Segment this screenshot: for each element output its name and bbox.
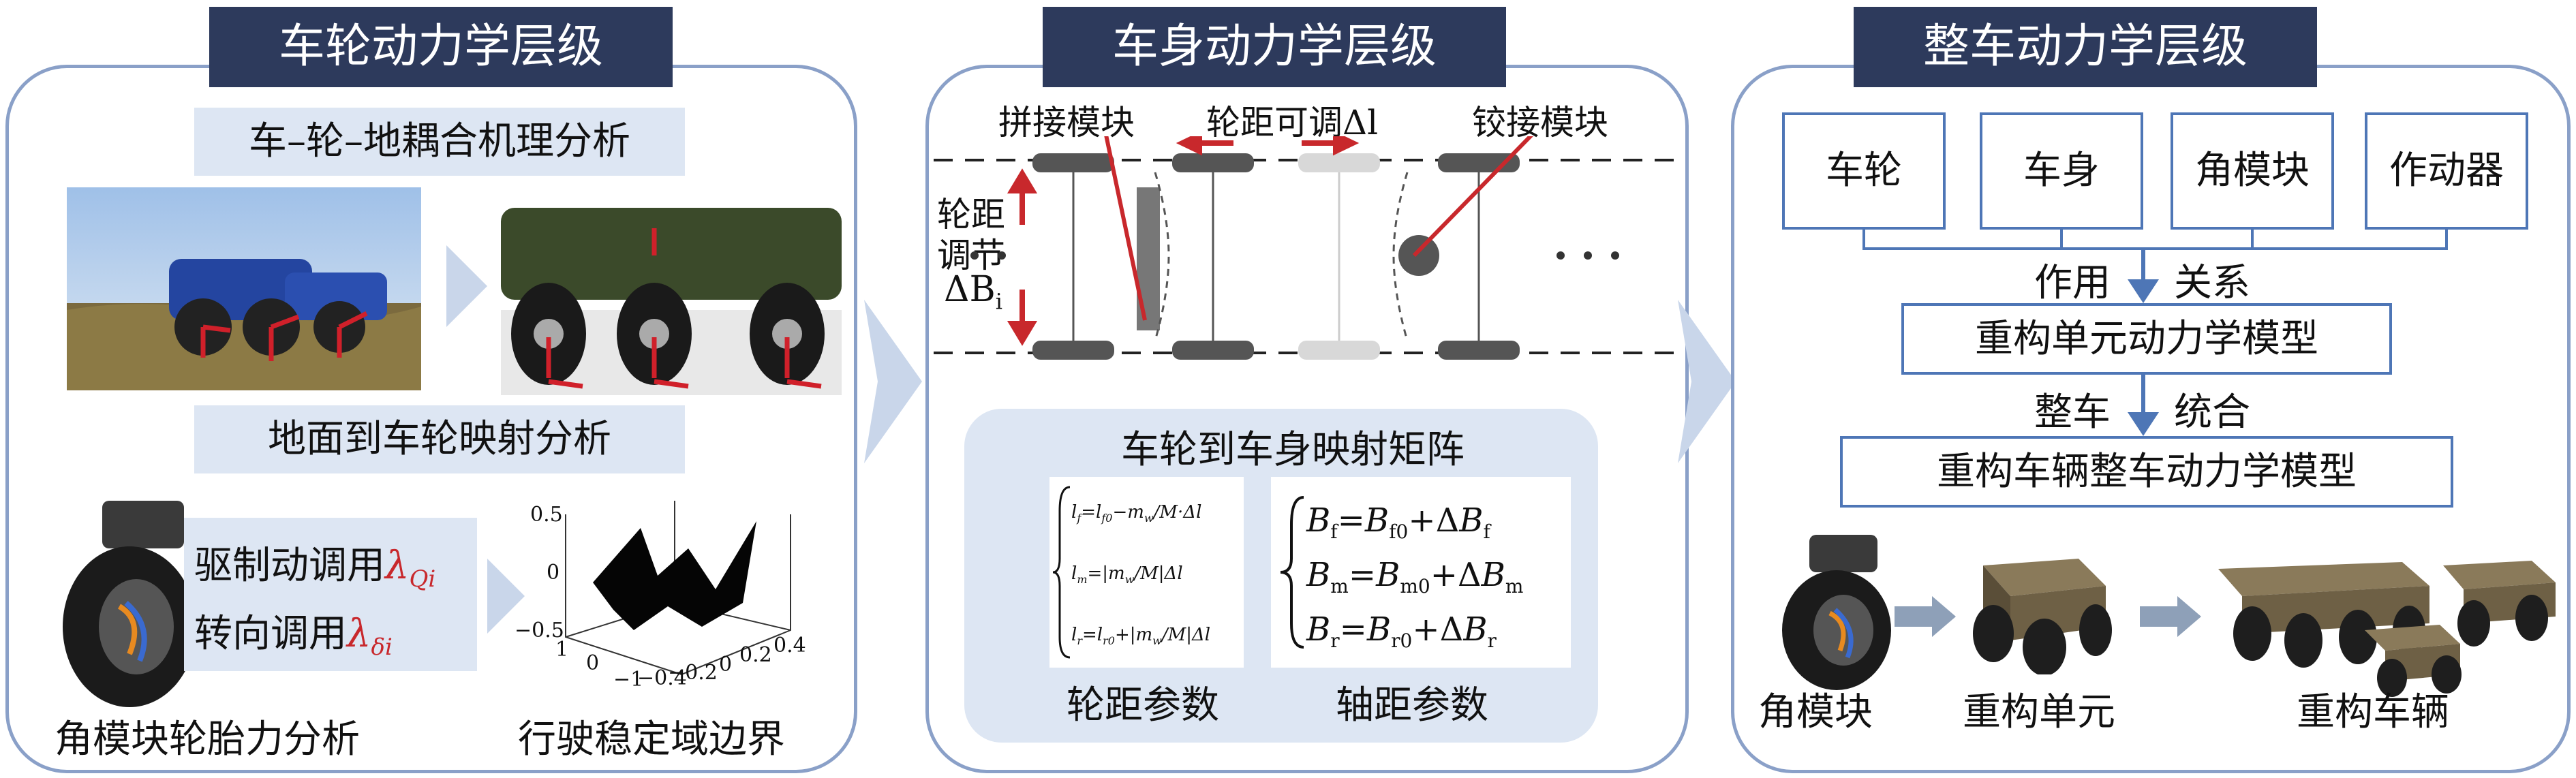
track-equation-front: lf=lf0−mw/M·Δl — [1071, 502, 1201, 525]
reconfig-vehicle-image — [2218, 561, 2556, 697]
relation-right-label: 关系 — [2174, 261, 2250, 305]
component-box-actuator: 作动器 — [2365, 112, 2528, 230]
z-tick: 0.5 — [530, 503, 563, 527]
component-box-body: 车身 — [1980, 112, 2143, 230]
stage-chevron-icon-2 — [1678, 300, 1736, 463]
corner-module-caption: 角模块轮胎力分析 — [55, 717, 360, 762]
y-tick: 0.2 — [739, 643, 772, 667]
integrate-left-label: 整车 — [2034, 390, 2111, 435]
z-tick: 0 — [547, 561, 559, 585]
reconfig-unit-image — [1973, 559, 2112, 674]
flow-chevron-icon-2 — [487, 559, 525, 634]
wheelbase-delta-symbol: ΔBi — [944, 269, 1002, 315]
sequence-arrow-icon-2 — [2140, 596, 2201, 637]
sequence-arrow-icon — [1895, 596, 1956, 637]
corner-module-image — [63, 501, 196, 707]
hinge-module-label: 铰接模块 — [1472, 103, 1608, 142]
vehicle-dynamics-model-box: 重构车辆整车动力学模型 — [1840, 436, 2453, 508]
stability-boundary-caption: 行驶稳定域边界 — [518, 717, 785, 762]
splice-module-label: 拼接模块 — [998, 103, 1135, 142]
corner-module-image-right — [1782, 535, 1891, 690]
vehicle-dynamics-title: 整车动力学层级 — [1854, 7, 2317, 87]
wheelbase-adjust-label-1: 轮距 — [937, 195, 1005, 234]
stability-boundary-plot: 0.5 0 −0.5 1 0 −1 −0.4 −0.2 0 0.2 0.4 — [515, 501, 806, 691]
track-equation-block: lf=lf0−mw/M·Δl lm=|mw/M|Δl lr=lr0+|mw/M|… — [1049, 477, 1244, 668]
y-tick: 0 — [719, 653, 732, 676]
stage-chevron-icon — [864, 300, 922, 463]
y-tick: −0.2 — [668, 661, 718, 685]
flow-chevron-icon — [446, 245, 487, 327]
relation-left-label: 作用 — [2034, 261, 2111, 305]
x-tick: 1 — [555, 638, 568, 662]
vehicle-body-render — [501, 208, 842, 395]
axle-equation-front: Bf=Bf0+ΔBf — [1306, 501, 1492, 543]
corner-module-caption-right: 角模块 — [1758, 690, 1873, 734]
tire-force-call-box — [184, 518, 477, 671]
drive-brake-text: 驱制动调用 — [194, 544, 385, 588]
x-tick: −1 — [613, 668, 643, 691]
integration-arrow-icon — [2128, 375, 2159, 436]
unit-dynamics-model-box: 重构单元动力学模型 — [1901, 303, 2392, 375]
reconfig-unit-caption: 重构单元 — [1963, 690, 2115, 734]
body-dynamics-title: 车身动力学层级 — [1043, 7, 1506, 87]
wheel-dynamics-title: 车轮动力学层级 — [209, 7, 673, 87]
y-tick: −0.4 — [637, 666, 687, 690]
coupling-analysis-label: 车–轮–地耦合机理分析 — [194, 108, 685, 176]
reconfig-vehicle-caption: 重构车辆 — [2297, 690, 2449, 734]
field-vehicle-photo — [67, 187, 421, 390]
component-box-corner-module: 角模块 — [2171, 112, 2334, 230]
lambda-q-symbol: λQi — [385, 544, 436, 593]
modular-chassis-schematic — [934, 136, 1680, 360]
y-tick: 0.4 — [773, 634, 806, 657]
axle-equation-block: Bf=Bf0+ΔBf Bm=Bm0+ΔBm Br=Br0+ΔBr — [1271, 477, 1571, 668]
component-connector-lines — [1862, 228, 2448, 303]
ground-mapping-label: 地面到车轮映射分析 — [194, 405, 685, 473]
track-adjust-label: 轮距可调Δl — [1206, 103, 1379, 142]
axle-equation-middle: Bm=Bm0+ΔBm — [1306, 556, 1523, 597]
steering-text: 转向调用 — [194, 612, 347, 656]
axle-parameter-label: 轴距参数 — [1336, 683, 1488, 728]
track-equation-middle: lm=|mw/M|Δl — [1071, 563, 1183, 586]
drive-brake-call-label: 驱制动调用λQi — [194, 535, 435, 593]
lambda-delta-symbol: λδi — [347, 612, 393, 662]
track-equation-rear: lr=lr0+|mw/M|Δl — [1071, 625, 1210, 647]
x-tick: 0 — [586, 651, 599, 675]
steering-call-label: 转向调用λδi — [194, 603, 393, 661]
integrate-right-label: 统合 — [2174, 390, 2250, 435]
z-tick: −0.5 — [515, 619, 564, 642]
axle-equation-rear: Br=Br0+ΔBr — [1306, 610, 1497, 652]
component-box-wheel: 车轮 — [1782, 112, 1946, 230]
mapping-matrix-title: 车轮到车身映射矩阵 — [1121, 428, 1465, 472]
track-parameter-label: 轮距参数 — [1067, 683, 1219, 728]
